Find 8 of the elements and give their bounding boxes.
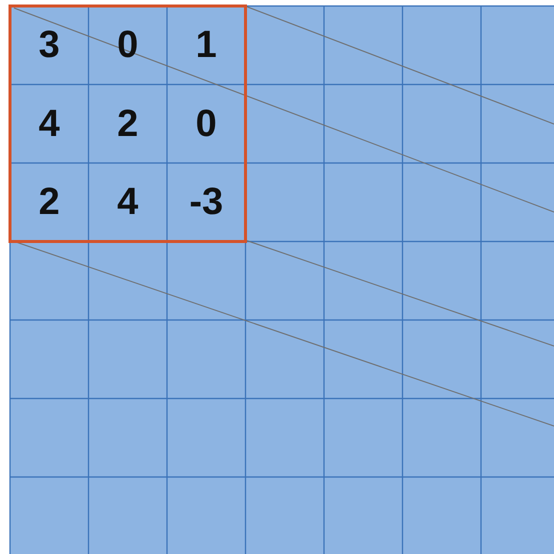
kernel-value: 4 (38, 102, 61, 146)
kernel-value: 0 (194, 102, 218, 146)
kernel-value: 3 (38, 23, 61, 68)
kernel-value: 4 (116, 180, 140, 224)
kernel-value: -3 (188, 180, 224, 224)
kernel-value: 2 (116, 102, 140, 146)
kernel-value: 1 (194, 23, 218, 68)
kernel-value: 2 (38, 180, 61, 224)
